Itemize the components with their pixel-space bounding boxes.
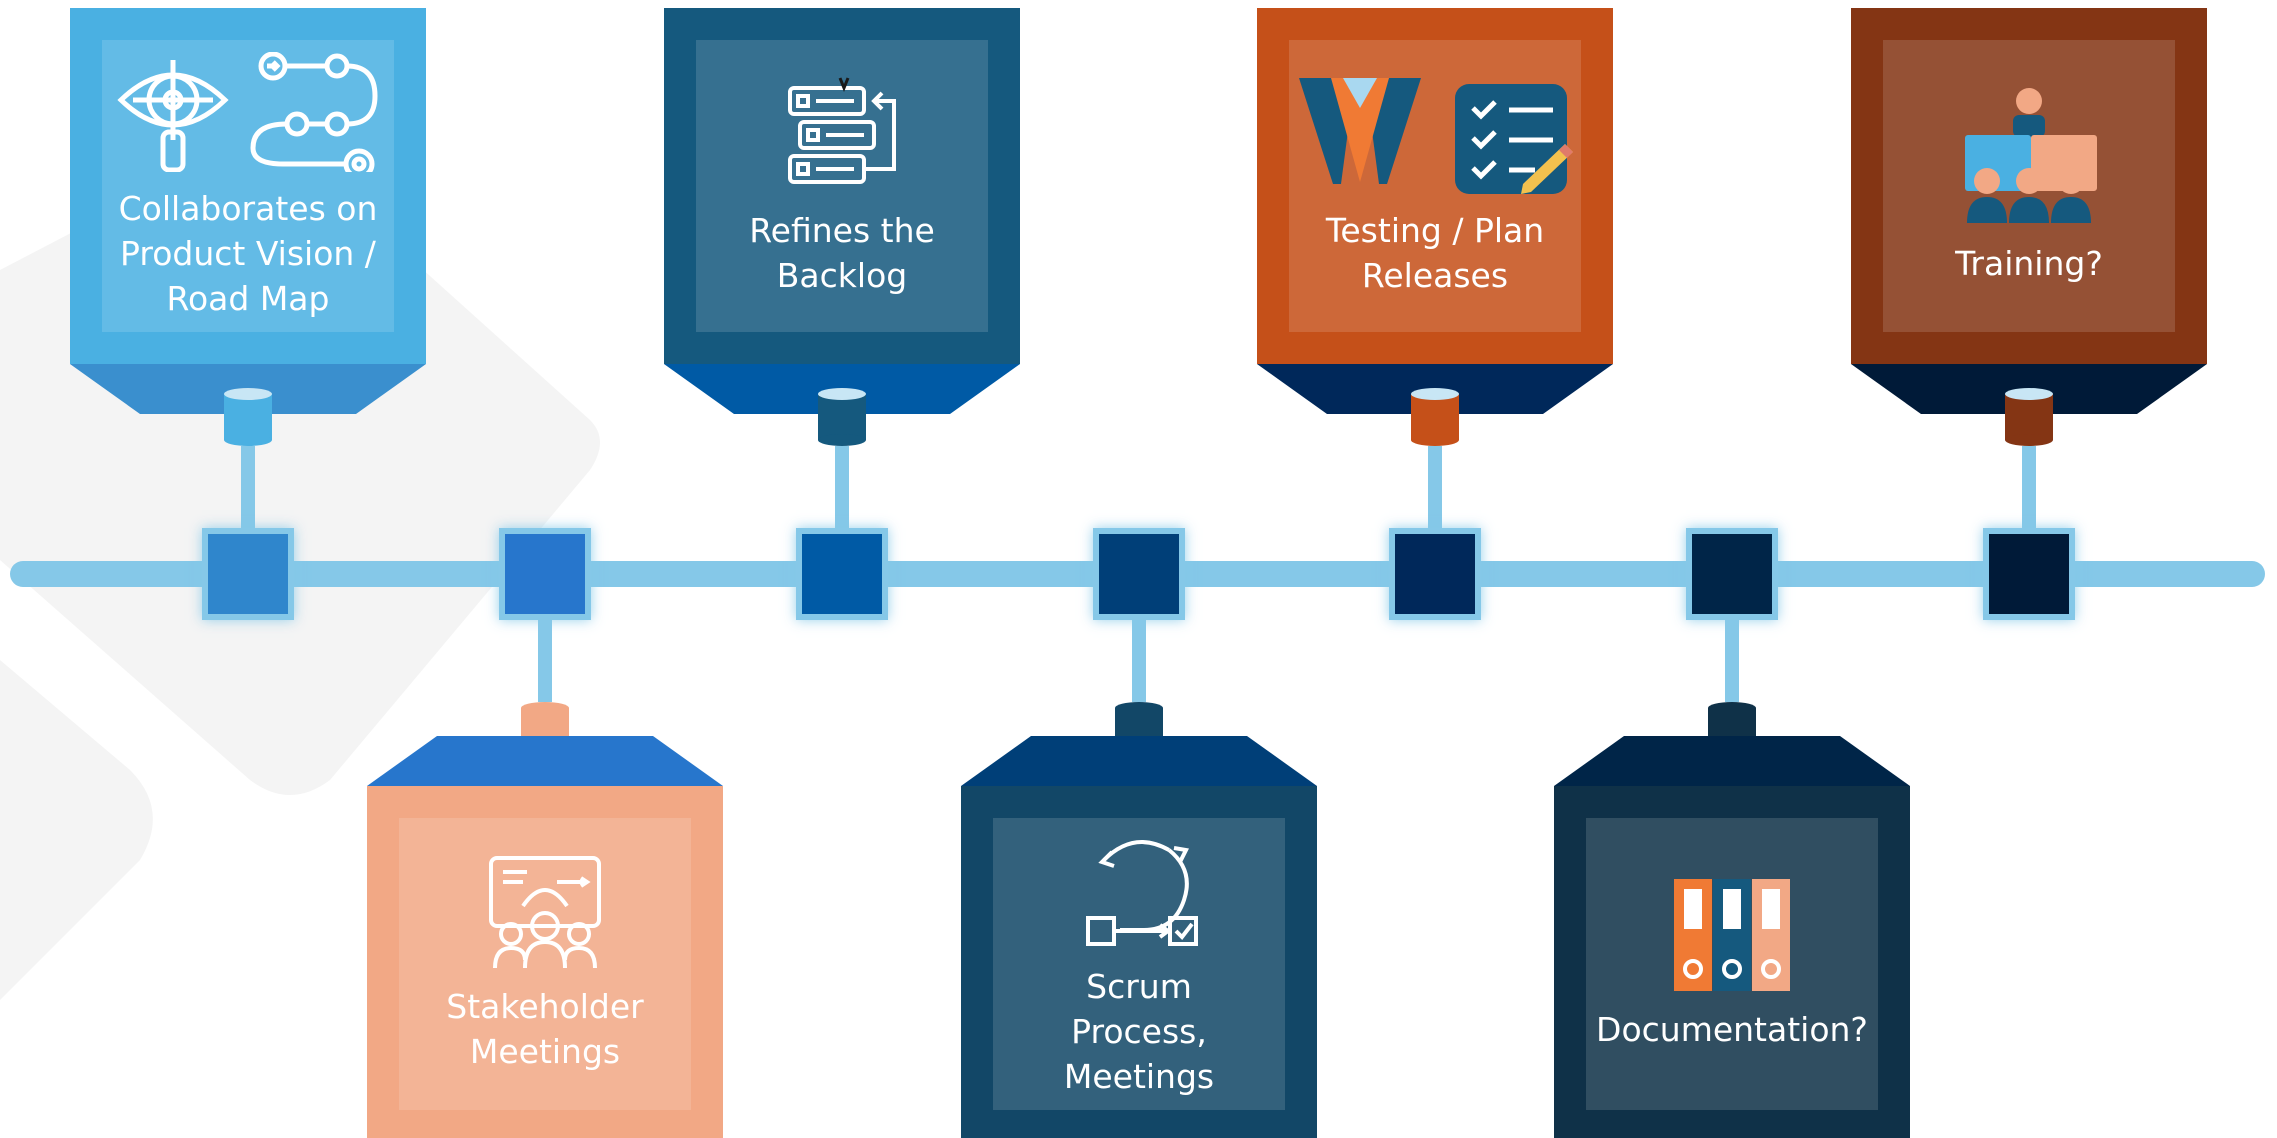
timeline-node-2 [499, 528, 591, 620]
binders-icon [1674, 878, 1790, 991]
connector-stem [2022, 446, 2036, 528]
connector-cylinder [2005, 388, 2053, 446]
timeline-node-6 [1686, 528, 1778, 620]
timeline-node-4 [1093, 528, 1185, 620]
suit-and-checklist-icon [1299, 78, 1573, 194]
connector-stem [835, 446, 849, 528]
timeline-node-3 [796, 528, 888, 620]
connector-stem [1132, 620, 1146, 702]
step-training-label: Training? [1955, 243, 2103, 283]
backlog-list-icon [788, 77, 896, 184]
connector-stem [1725, 620, 1739, 702]
card-bevel [961, 736, 1317, 786]
timeline-node-1 [202, 528, 294, 620]
timeline-node-7 [1983, 528, 2075, 620]
scrum-cycle-icon [1086, 839, 1198, 946]
card-bevel [1554, 736, 1910, 786]
training-audience-icon [1965, 87, 2097, 223]
connector-stem [1428, 446, 1442, 528]
connector-cylinder [818, 388, 866, 446]
step-scrum-label: Scrum Process, Meetings [1063, 966, 1215, 1096]
timeline-node-5 [1389, 528, 1481, 620]
step-testing-label: Testing / Plan Releases [1325, 211, 1545, 295]
step-docs-label: Documentation? [1596, 1009, 1868, 1049]
step-stakeholder-label: Stakeholder Meetings [446, 987, 644, 1071]
card-bevel [367, 736, 723, 786]
step-vision-label: Collaborates on Product Vision / Road Ma… [118, 188, 378, 318]
step-backlog-label: Refines the Backlog [749, 211, 935, 295]
connector-stem [538, 620, 552, 702]
connector-cylinder [224, 388, 272, 446]
connector-cylinder [1411, 388, 1459, 446]
connector-stem [241, 446, 255, 528]
eye-target-and-roadmap-icon [117, 51, 378, 172]
presentation-meeting-icon [489, 856, 601, 969]
